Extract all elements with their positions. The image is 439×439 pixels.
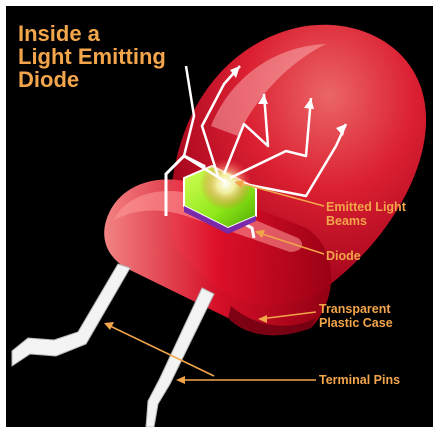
title-line-1: Inside a [18,22,166,45]
label-emitted-light-line-2: Beams [326,214,406,228]
label-terminal-pins-text: Terminal Pins [319,373,400,387]
label-emitted-light-line-1: Emitted Light [326,200,406,214]
label-emitted-light: Emitted Light Beams [326,200,406,228]
pointer-pin-left [106,324,214,376]
title-line-2: Light Emitting [18,45,166,68]
title-line-3: Diode [18,68,166,91]
terminal-pin-left [12,264,130,366]
label-diode: Diode [326,249,361,263]
label-case: Transparent Plastic Case [319,302,393,330]
diagram-title: Inside a Light Emitting Diode [18,22,166,91]
label-diode-text: Diode [326,249,361,263]
label-terminal-pins: Terminal Pins [319,373,400,387]
label-case-line-2: Plastic Case [319,316,393,330]
diagram-panel: Inside a Light Emitting Diode Emitted Li… [6,6,433,427]
label-case-line-1: Transparent [319,302,393,316]
terminal-pin-right [146,288,214,427]
